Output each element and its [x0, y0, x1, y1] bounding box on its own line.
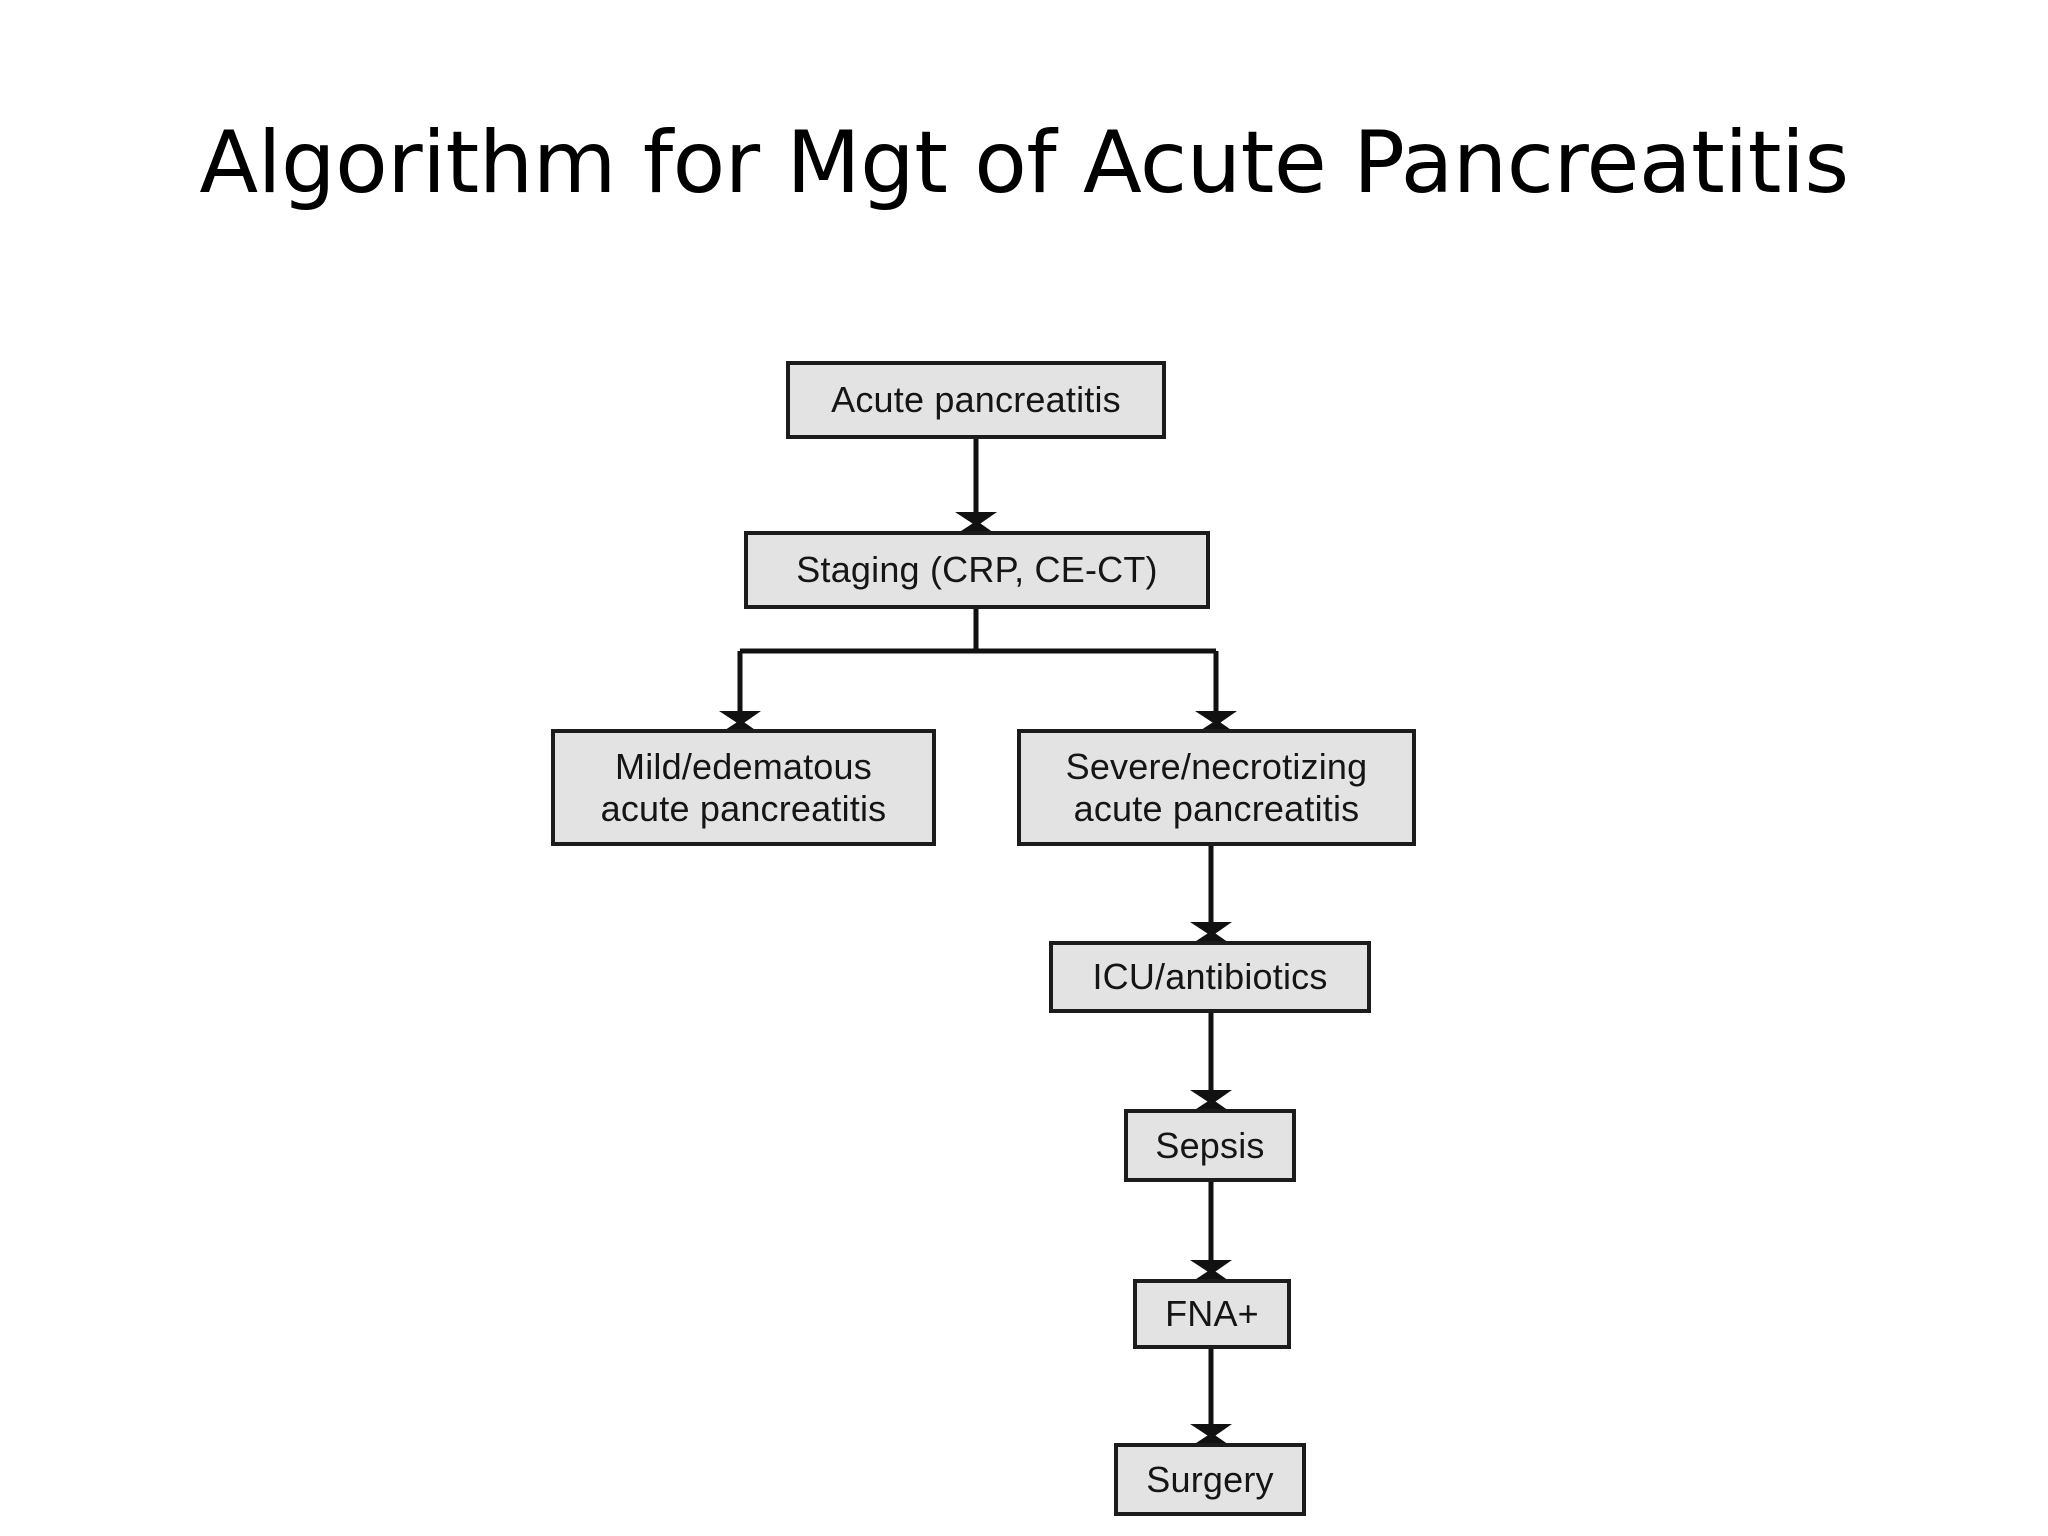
flow-node-label: Sepsis: [1155, 1124, 1265, 1166]
flow-node-label: Surgery: [1146, 1458, 1274, 1500]
flow-node-label: Severe/necrotizing acute pancreatitis: [1065, 746, 1368, 829]
flow-node-label: ICU/antibiotics: [1092, 956, 1328, 998]
flow-node-label: Acute pancreatitis: [831, 379, 1121, 421]
flow-node-label: FNA+: [1165, 1293, 1259, 1335]
flow-node-sepsis[interactable]: Sepsis: [1124, 1109, 1296, 1182]
page-title: Algorithm for Mgt of Acute Pancreatitis: [199, 113, 1849, 213]
flow-node-label: Mild/edematous acute pancreatitis: [600, 746, 887, 829]
flow-node-severe-necrotizing[interactable]: Severe/necrotizing acute pancreatitis: [1017, 729, 1416, 846]
flow-node-icu-antibiotics[interactable]: ICU/antibiotics: [1049, 941, 1371, 1013]
flow-node-fna-positive[interactable]: FNA+: [1133, 1279, 1291, 1349]
flow-node-acute-pancreatitis[interactable]: Acute pancreatitis: [786, 361, 1166, 439]
flow-node-surgery[interactable]: Surgery: [1114, 1443, 1306, 1516]
flow-node-staging[interactable]: Staging (CRP, CE-CT): [744, 531, 1210, 609]
flow-node-mild-edematous[interactable]: Mild/edematous acute pancreatitis: [551, 729, 936, 846]
flow-node-label: Staging (CRP, CE-CT): [796, 549, 1158, 591]
